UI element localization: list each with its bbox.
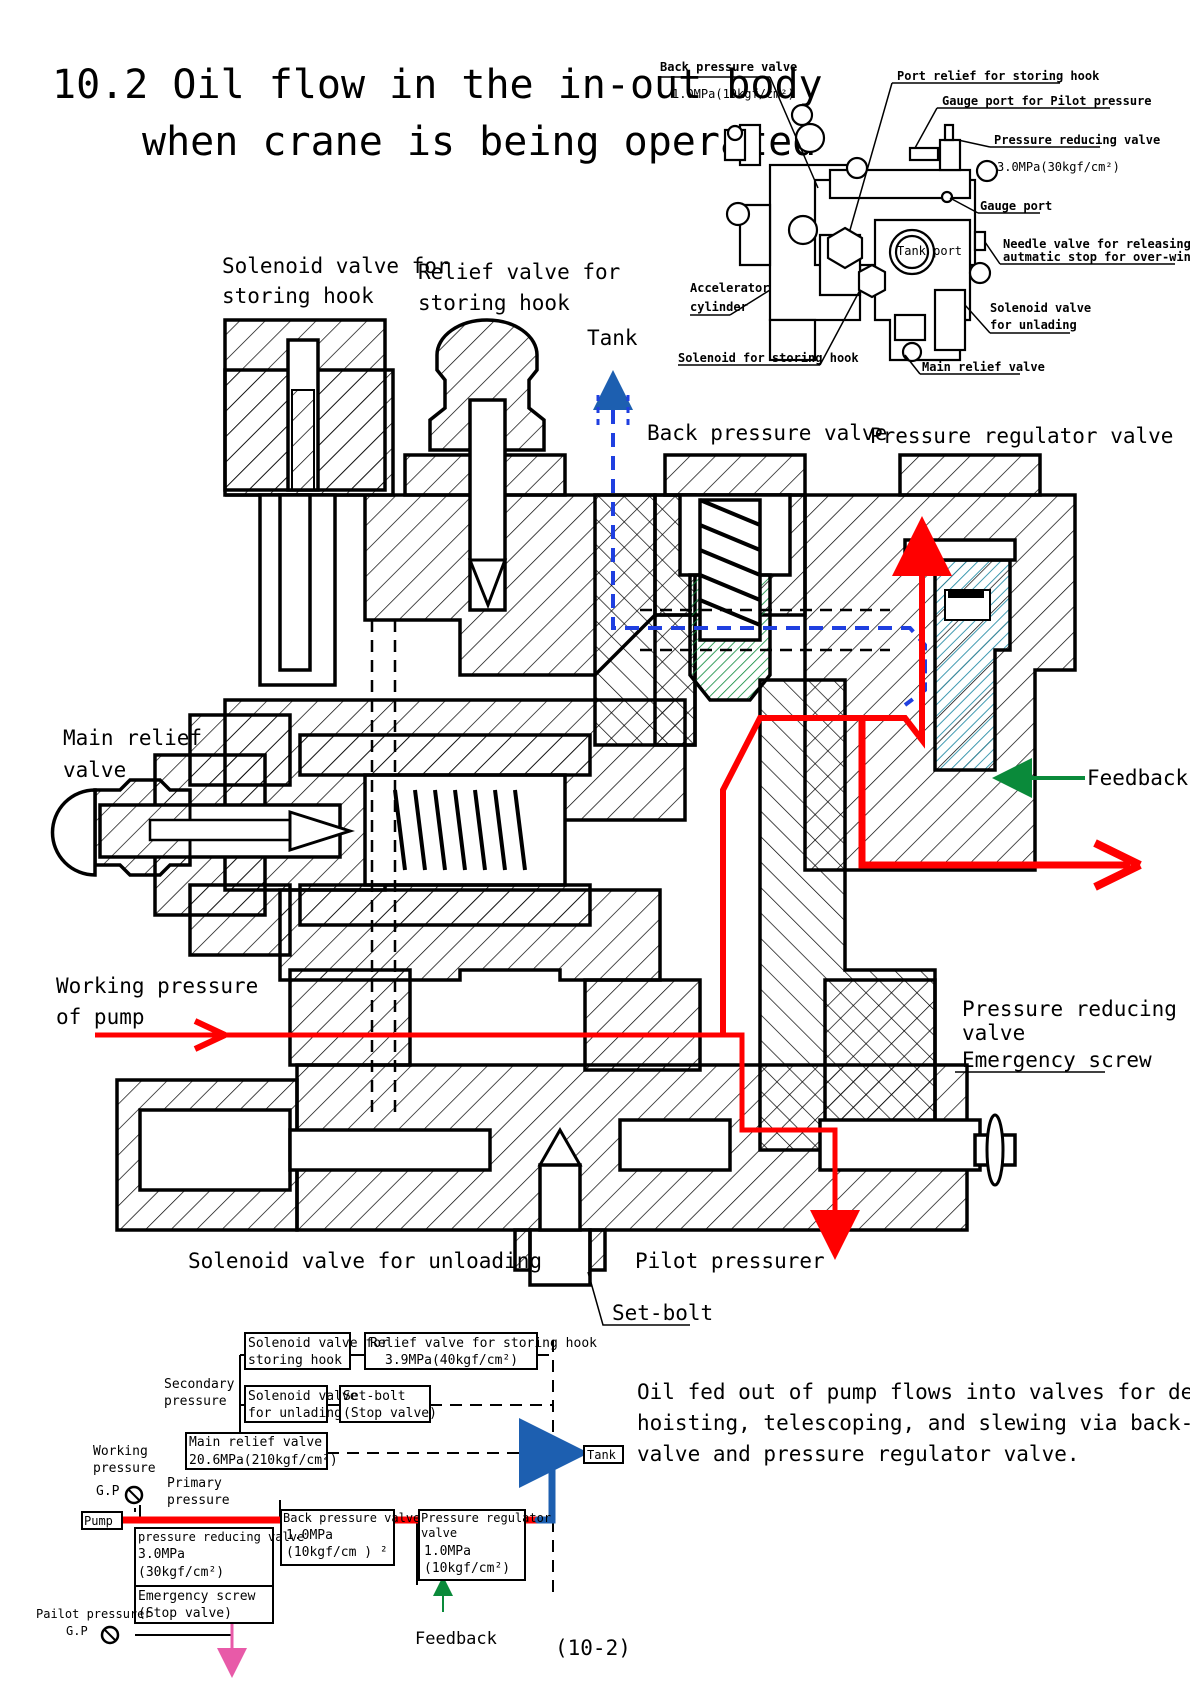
label-port-relief: Port relief for storing hook xyxy=(897,69,1100,83)
box-main-relief-1: Main relief valve xyxy=(189,1435,322,1450)
tank-return-line xyxy=(519,1418,589,1524)
label-gauge-port: Gauge port xyxy=(980,199,1052,213)
box-back-pressure-1: Back pressure valve xyxy=(283,1511,420,1525)
box-back-pressure-3: (10kgf/cm ) ² xyxy=(286,1545,388,1560)
label-back-pressure-valve: Back pressure valve xyxy=(660,60,797,74)
description-line-2: hoisting, telescoping, and slewing via b… xyxy=(637,1411,1190,1435)
label-solenoid-unlading-1: Solenoid valve xyxy=(990,301,1091,315)
label-primary-2: pressure xyxy=(167,1493,230,1508)
box-set-bolt-2: (Stop valve) xyxy=(343,1406,437,1421)
label-solenoid-storing-hook: Solenoid for storing hook xyxy=(678,351,859,365)
label-solenoid-unloading: Solenoid valve for unloading xyxy=(188,1249,542,1273)
section-view-drawing xyxy=(50,318,1077,1287)
label-accelerator-2: cylinder xyxy=(690,300,748,314)
box-reducing-3: (30kgf/cm²) xyxy=(138,1565,224,1580)
label-feedback: Feedback xyxy=(1087,766,1189,790)
label-main-relief-valve: Main relief valve xyxy=(922,360,1045,374)
pressure-flow-line xyxy=(95,516,1142,1260)
label-pressure-reducing-2: valve xyxy=(962,1021,1025,1045)
label-main-relief-1: Main relief xyxy=(63,726,202,750)
label-solenoid-unlading-2: for unlading xyxy=(990,318,1077,332)
box-reducing-2: 3.0MPa xyxy=(138,1547,185,1562)
box-tank: Tank xyxy=(587,1448,617,1462)
label-tank-port: Tank port xyxy=(897,244,962,258)
label-back-pressure-valve: Back pressure valve xyxy=(647,421,887,445)
label-accelerator-1: Accelerator xyxy=(690,281,769,295)
box-pump: Pump xyxy=(84,1514,113,1528)
box-regulator-4: (10kgf/cm²) xyxy=(424,1561,510,1576)
label-pressure-reducing-value: 3.0MPa(30kgf/cm²) xyxy=(997,160,1120,174)
label-tank: Tank xyxy=(587,326,638,350)
box-regulator-3: 1.0MPa xyxy=(424,1544,471,1559)
label-primary-1: Primary xyxy=(167,1476,222,1491)
section-view-labels: Solenoid valve for storing hook Relief v… xyxy=(56,254,1189,1326)
box-solenoid-unlading-1: Solenoid valve xyxy=(248,1389,358,1404)
label-working-pressure-2: of pump xyxy=(56,1005,145,1029)
label-working-pressure-1: Working pressure xyxy=(56,974,258,998)
box-solenoid-storing-1: Solenoid valve for xyxy=(248,1336,389,1351)
external-view-labels: Back pressure valve 1.0MPa(10kgf/cm²) Po… xyxy=(660,60,1190,374)
external-view-drawing xyxy=(660,76,1175,375)
label-set-bolt: Set-bolt xyxy=(612,1301,713,1325)
label-needle-valve-2: autmatic stop for over-winding xyxy=(1003,250,1190,264)
label-pressure-regulator-valve: Pressure regulator valve xyxy=(870,424,1173,448)
box-back-pressure-2: 1.0MPa xyxy=(286,1528,333,1543)
label-main-relief-2: valve xyxy=(63,758,126,782)
label-pressure-reducing-valve: Pressure reducing valve xyxy=(994,133,1160,147)
box-relief-storing-2: 3.9MPa(40kgf/cm²) xyxy=(385,1353,518,1368)
box-set-bolt-1: Set-bolt xyxy=(343,1389,406,1404)
label-gauge-port-pilot: Gauge port for Pilot pressure xyxy=(942,94,1152,108)
label-solenoid-storing-1: Solenoid valve for xyxy=(222,254,450,278)
description-line-3: valve and pressure regulator valve. xyxy=(637,1442,1080,1466)
label-pilot-pressurer: Pilot pressurer xyxy=(635,1249,825,1273)
page-number: (10-2) xyxy=(555,1636,631,1660)
label-feedback-schematic: Feedback xyxy=(415,1629,497,1649)
label-needle-valve-1: Needle valve for releasing xyxy=(1003,237,1190,251)
label-emergency-screw: Emergency screw xyxy=(962,1048,1152,1072)
label-solenoid-storing-2: storing hook xyxy=(222,284,374,308)
label-working-2: pressure xyxy=(93,1461,156,1476)
box-regulator-2: valve xyxy=(421,1526,457,1540)
box-relief-storing-1: Relief valve for storing hook xyxy=(370,1336,597,1351)
box-regulator-1: Pressure regulator xyxy=(421,1511,551,1525)
box-solenoid-storing-2: storing hook xyxy=(248,1353,342,1368)
label-secondary-2: pressure xyxy=(164,1394,227,1409)
label-gp-1: G.P xyxy=(96,1484,120,1499)
box-emergency-1: Emergency screw xyxy=(138,1589,256,1604)
box-reducing-1: pressure reducing valve xyxy=(138,1530,304,1544)
title-line-1: 10.2 Oil flow in the in-out body xyxy=(52,62,823,108)
description-line-1: Oil fed out of pump flows into valves fo… xyxy=(637,1380,1190,1404)
box-solenoid-unlading-2: for unlading xyxy=(248,1406,342,1421)
label-back-pressure-value: 1.0MPa(10kgf/cm²) xyxy=(672,87,795,101)
schematic: Solenoid valve for storing hook Relief v… xyxy=(36,1332,624,1678)
label-relief-storing-2: storing hook xyxy=(418,291,570,315)
label-pressure-reducing-1: Pressure reducing xyxy=(962,997,1177,1021)
description: Oil fed out of pump flows into valves fo… xyxy=(637,1380,1190,1466)
box-emergency-2: (Stop valve) xyxy=(138,1606,232,1621)
label-working-1: Working xyxy=(93,1444,148,1459)
title-line-2: when crane is being operated xyxy=(142,119,816,165)
label-relief-storing-1: Relief valve for xyxy=(418,260,620,284)
box-main-relief-2: 20.6MPa(210kgf/cm²) xyxy=(189,1453,338,1468)
label-secondary-1: Secondary xyxy=(164,1377,235,1392)
label-gp-2: G.P xyxy=(66,1624,88,1638)
label-pilot-pressurer: Pailot pressurer xyxy=(36,1607,152,1621)
